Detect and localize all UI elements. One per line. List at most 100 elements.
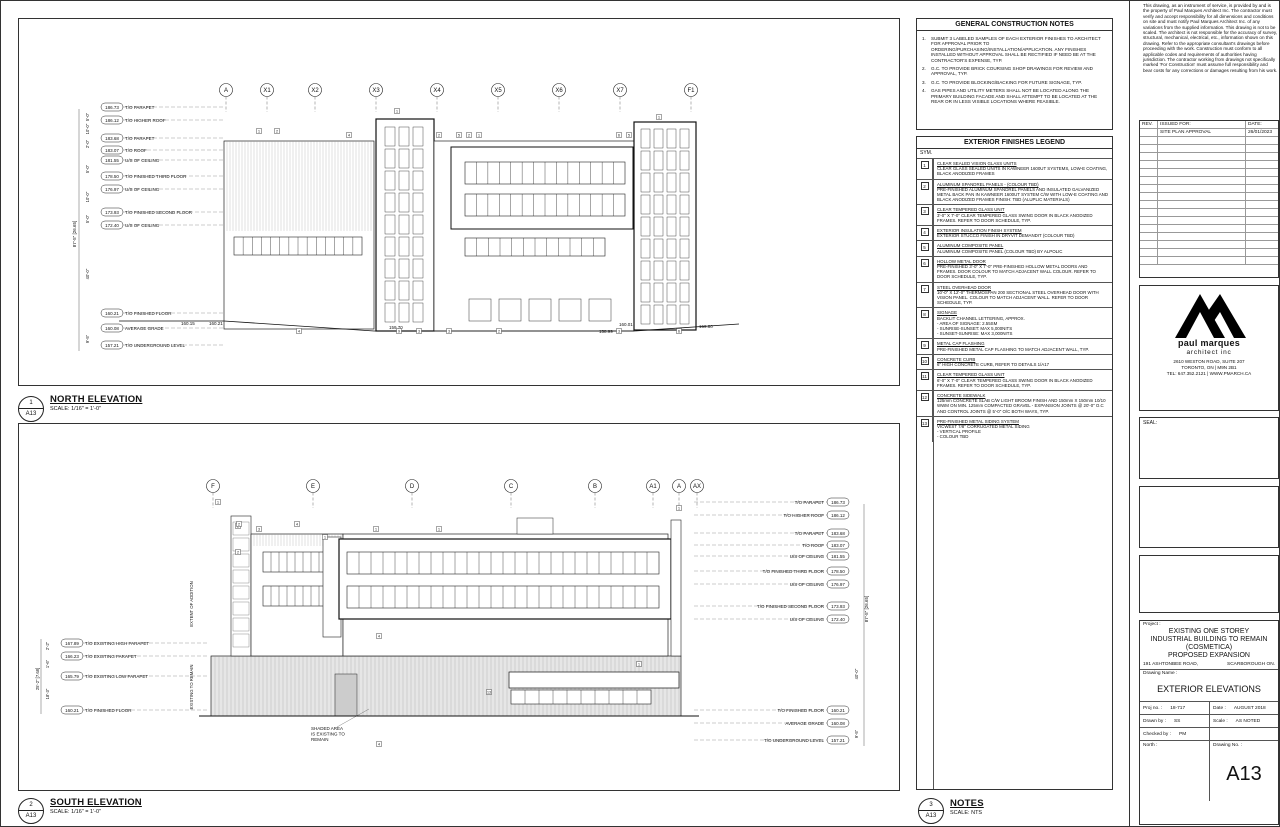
legend-item-desc: CLEAR GLASS SEALED UNITS IN KAWNEER 1600…: [937, 166, 1108, 177]
north-center-panel: [450, 146, 634, 230]
finish-tag: [436, 132, 442, 138]
south-level-bubble: [826, 551, 850, 561]
north-level-value: 176.97: [105, 187, 119, 192]
notes-view-title: NOTES: [950, 798, 984, 809]
legend-symbol: 2: [920, 181, 929, 190]
proj-no-row: Proj no. :18-717 Date :AUGUST 2018: [1140, 702, 1278, 715]
south-existing-canopy: [508, 671, 680, 689]
seal-label: SEAL:: [1143, 420, 1158, 426]
legend-item-desc: 3'-0" X 7'-0" CLEAR TEMPERED GLASS SWING…: [937, 212, 1093, 223]
finish-tag-number: 1: [678, 507, 680, 511]
project-label: Project :: [1143, 622, 1161, 627]
revision-empty-row: [1140, 217, 1278, 225]
south-existing-level-value: 166.23: [65, 654, 79, 659]
south-left-dim: 2'-2": [45, 641, 50, 650]
north-tower-glazing: [653, 128, 664, 149]
finish-tag: [235, 549, 241, 555]
existing-to-remain-note: EXISTING TO REMAIN: [189, 665, 194, 710]
notes-view-sheet: A13: [925, 813, 937, 819]
north-level-label: U/S OF CEILING: [125, 158, 160, 163]
north-tower-glazing: [398, 236, 410, 257]
firm-contact: TEL: 647.352.2121 | WWW.PMARCH.CA: [1166, 371, 1252, 376]
north-tower-glazing: [679, 150, 690, 171]
north-tower-glazing: [666, 282, 677, 303]
finish-tag-number: 3: [448, 330, 450, 334]
finish-tag-number: 1: [638, 663, 640, 667]
legend-item-title: SIGNAGE: [937, 310, 958, 316]
north-dim: 9'-5": [85, 334, 90, 343]
north-overhead-door: [558, 298, 582, 322]
north-level-label: U/S OF CEILING: [125, 223, 160, 228]
finish-tag: [322, 534, 328, 540]
finish-tag-number: 1: [258, 130, 260, 134]
legend-item-desc: 6'-0" X 7'-0" CLEAR TEMPERED GLASS SWING…: [937, 377, 1093, 388]
legend-item-desc: PRE-FINISHED METAL CAP FLASHING TO MATCH…: [937, 346, 1089, 352]
finish-tag-number: 3: [258, 528, 260, 532]
south-level-bubble: [826, 601, 850, 611]
finish-tag-number: 2: [468, 134, 470, 138]
north-dim: 5'-0": [85, 214, 90, 223]
north-tower-glazing: [679, 128, 690, 149]
legend-item-title: CONCRETE SIDEWALK: [937, 392, 986, 398]
revision-empty-row: [1140, 169, 1278, 177]
north-tower-glazing: [398, 126, 410, 147]
legend-item-title: HOLLOW METAL DOOR: [937, 258, 986, 264]
north-tower-glazing: [640, 282, 651, 303]
south-existing-level-label: T/O EXISTING PARAPET: [85, 654, 137, 659]
north-tower-glazing: [666, 238, 677, 259]
finish-tag: [446, 328, 452, 334]
disclaimer-text: This drawing, as an instrument of servic…: [1143, 3, 1278, 73]
north-tower-glazing: [666, 128, 677, 149]
north-view-scale: SCALE: 1/16" = 1'-0": [50, 406, 101, 412]
notes-view-scale: SCALE: NTS: [950, 810, 983, 816]
proj-no-value: 18-717: [1170, 705, 1186, 711]
south-left-dim: 25'-2" [7.68]: [35, 668, 40, 690]
north-tower-glazing: [412, 126, 424, 147]
finish-tag: [676, 505, 682, 511]
finish-tag-number: 1: [396, 110, 398, 114]
south-level-value: 183.07: [831, 543, 845, 548]
legend-symbol: 4: [920, 228, 929, 237]
scale-value: AS NOTED: [1235, 718, 1261, 724]
grid-label: X3: [372, 88, 380, 94]
shaded-area-note: IS EXISTING TO: [311, 732, 345, 737]
north-level-value: 183.68: [105, 136, 119, 141]
south-tower-glazing: [232, 617, 250, 632]
general-note-text: SUBMIT 3 LABELED SAMPLES OF EACH EXTERIO…: [931, 36, 1101, 63]
shaded-area-note: REMAIN: [311, 737, 329, 742]
legend-item-desc: ALUMINUM COMPOSITE PANEL (COLOUR TBD) BY…: [937, 248, 1063, 254]
north-tower-glazing: [653, 172, 664, 193]
general-notes-box: GENERAL CONSTRUCTION NOTES 1.SUBMIT 3 LA…: [916, 18, 1113, 130]
legend-item-desc: 6" HIGH CONCRETE CURB, REFER TO DETAILS …: [937, 362, 1050, 368]
north-level-value: 160.21: [105, 311, 119, 316]
north-tower-glazing: [384, 192, 396, 213]
south-level-label: T/O FINISHED FLOOR: [777, 708, 824, 713]
finish-tag: [376, 741, 382, 747]
north-tower-glazing: [384, 126, 396, 147]
north-level-value: 157.21: [105, 343, 119, 348]
finish-tag-number: 2: [238, 523, 240, 527]
grid-label: A: [677, 484, 681, 490]
south-existing-level-label: T/O EXISTING LOW PARAPET: [85, 674, 148, 679]
north-tower-glazing: [412, 236, 424, 257]
legend-item-desc: VICWEST 7/8" CORRUGATED METAL SIDING - V…: [937, 423, 1030, 440]
grid-label: A: [224, 88, 228, 94]
project-address: 191 ASHTONBEE ROAD,: [1143, 662, 1199, 667]
finish-tag: [676, 328, 682, 334]
south-level-bubble: [826, 614, 850, 624]
revision-empty-row: [1140, 225, 1278, 233]
revision-date: 26/01/2023: [1248, 130, 1273, 135]
finish-tag: [436, 526, 442, 532]
firm-address: 2610 WESTON ROAD, SUITE 207: [1173, 359, 1245, 364]
revision-empty-row: [1140, 145, 1278, 153]
north-label: North :: [1140, 741, 1210, 801]
revision-empty-row: [1140, 249, 1278, 257]
north-tower-glazing: [398, 302, 410, 323]
revision-table: REV. ISSUED FOR: DATE: SITE PLAN APPROVA…: [1139, 120, 1279, 278]
north-tower-glazing: [653, 260, 664, 281]
finish-tag-number: 4: [348, 134, 350, 138]
revision-empty-row: [1140, 257, 1278, 265]
